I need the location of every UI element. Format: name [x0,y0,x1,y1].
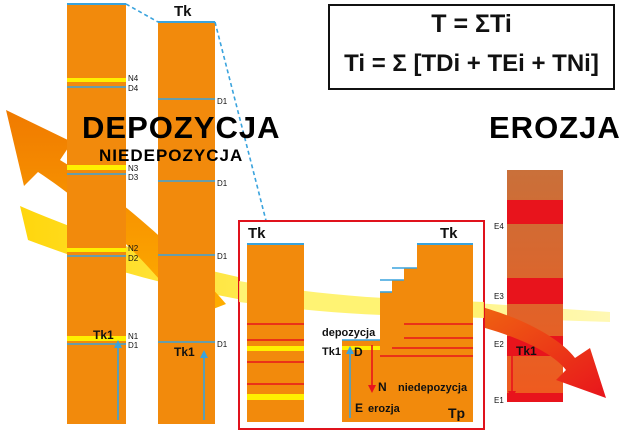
deposition-heading: DEPOZYCJA [82,110,281,145]
inset-nondeposition-label: niedepozycja [398,382,468,394]
second-tk1-label: Tk1 [174,345,195,359]
erosion-column [507,170,563,402]
nondeposition-heading: NIEDEPOZYCJA [99,146,244,165]
formula-total: T = ΣTi [431,10,512,38]
label-e2: E2 [494,340,504,349]
label-d1-d: D1 [217,340,228,349]
left-level-labels: N4 D4 N3 D3 N2 D2 N1 D1 [128,74,139,350]
inset-stepped-column [342,243,473,422]
label-n1: N1 [128,332,139,341]
inset-tp-label: Tp [448,405,465,421]
label-n2: N2 [128,244,139,253]
inset-left-column [247,243,304,422]
label-d1: D1 [128,341,139,350]
inset-left-tk-label: Tk [248,225,266,242]
erosion-tk1-label: Tk1 [516,344,537,358]
inset-e-label: E [355,401,363,415]
inset-n-label: N [378,380,387,394]
label-d1-c: D1 [217,252,228,261]
formula-box: T = ΣTi Ti = Σ [TDi + TEi + TNi] [328,4,615,90]
label-n4: N4 [128,74,139,83]
label-e4: E4 [494,222,504,231]
inset-d-label: D [354,345,363,359]
erosion-level-labels: E4 E3 E2 E1 [494,222,504,405]
inset-deposition-label: depozycja [322,327,376,339]
inset-tk1-label: Tk1 [322,346,341,358]
label-d4: D4 [128,84,139,93]
second-column [158,21,215,424]
erosion-arrow [462,304,606,398]
left-column [67,3,126,424]
label-d3: D3 [128,173,139,182]
second-level-labels: D1 D1 D1 D1 [217,97,228,349]
label-e1: E1 [494,396,504,405]
label-d2: D2 [128,254,139,263]
label-d1-b: D1 [217,179,228,188]
inset-erosion-label: erozja [368,403,401,415]
label-n3: N3 [128,164,139,173]
left-tk1-label: Tk1 [93,328,114,342]
erosion-heading: EROZJA [489,110,620,145]
inset-right-tk-label: Tk [440,225,458,242]
label-d1-a: D1 [217,97,228,106]
formula-component: Ti = Σ [TDi + TEi + TNi] [344,50,599,77]
label-e3: E3 [494,292,504,301]
second-top-tk-label: Tk [174,3,192,20]
